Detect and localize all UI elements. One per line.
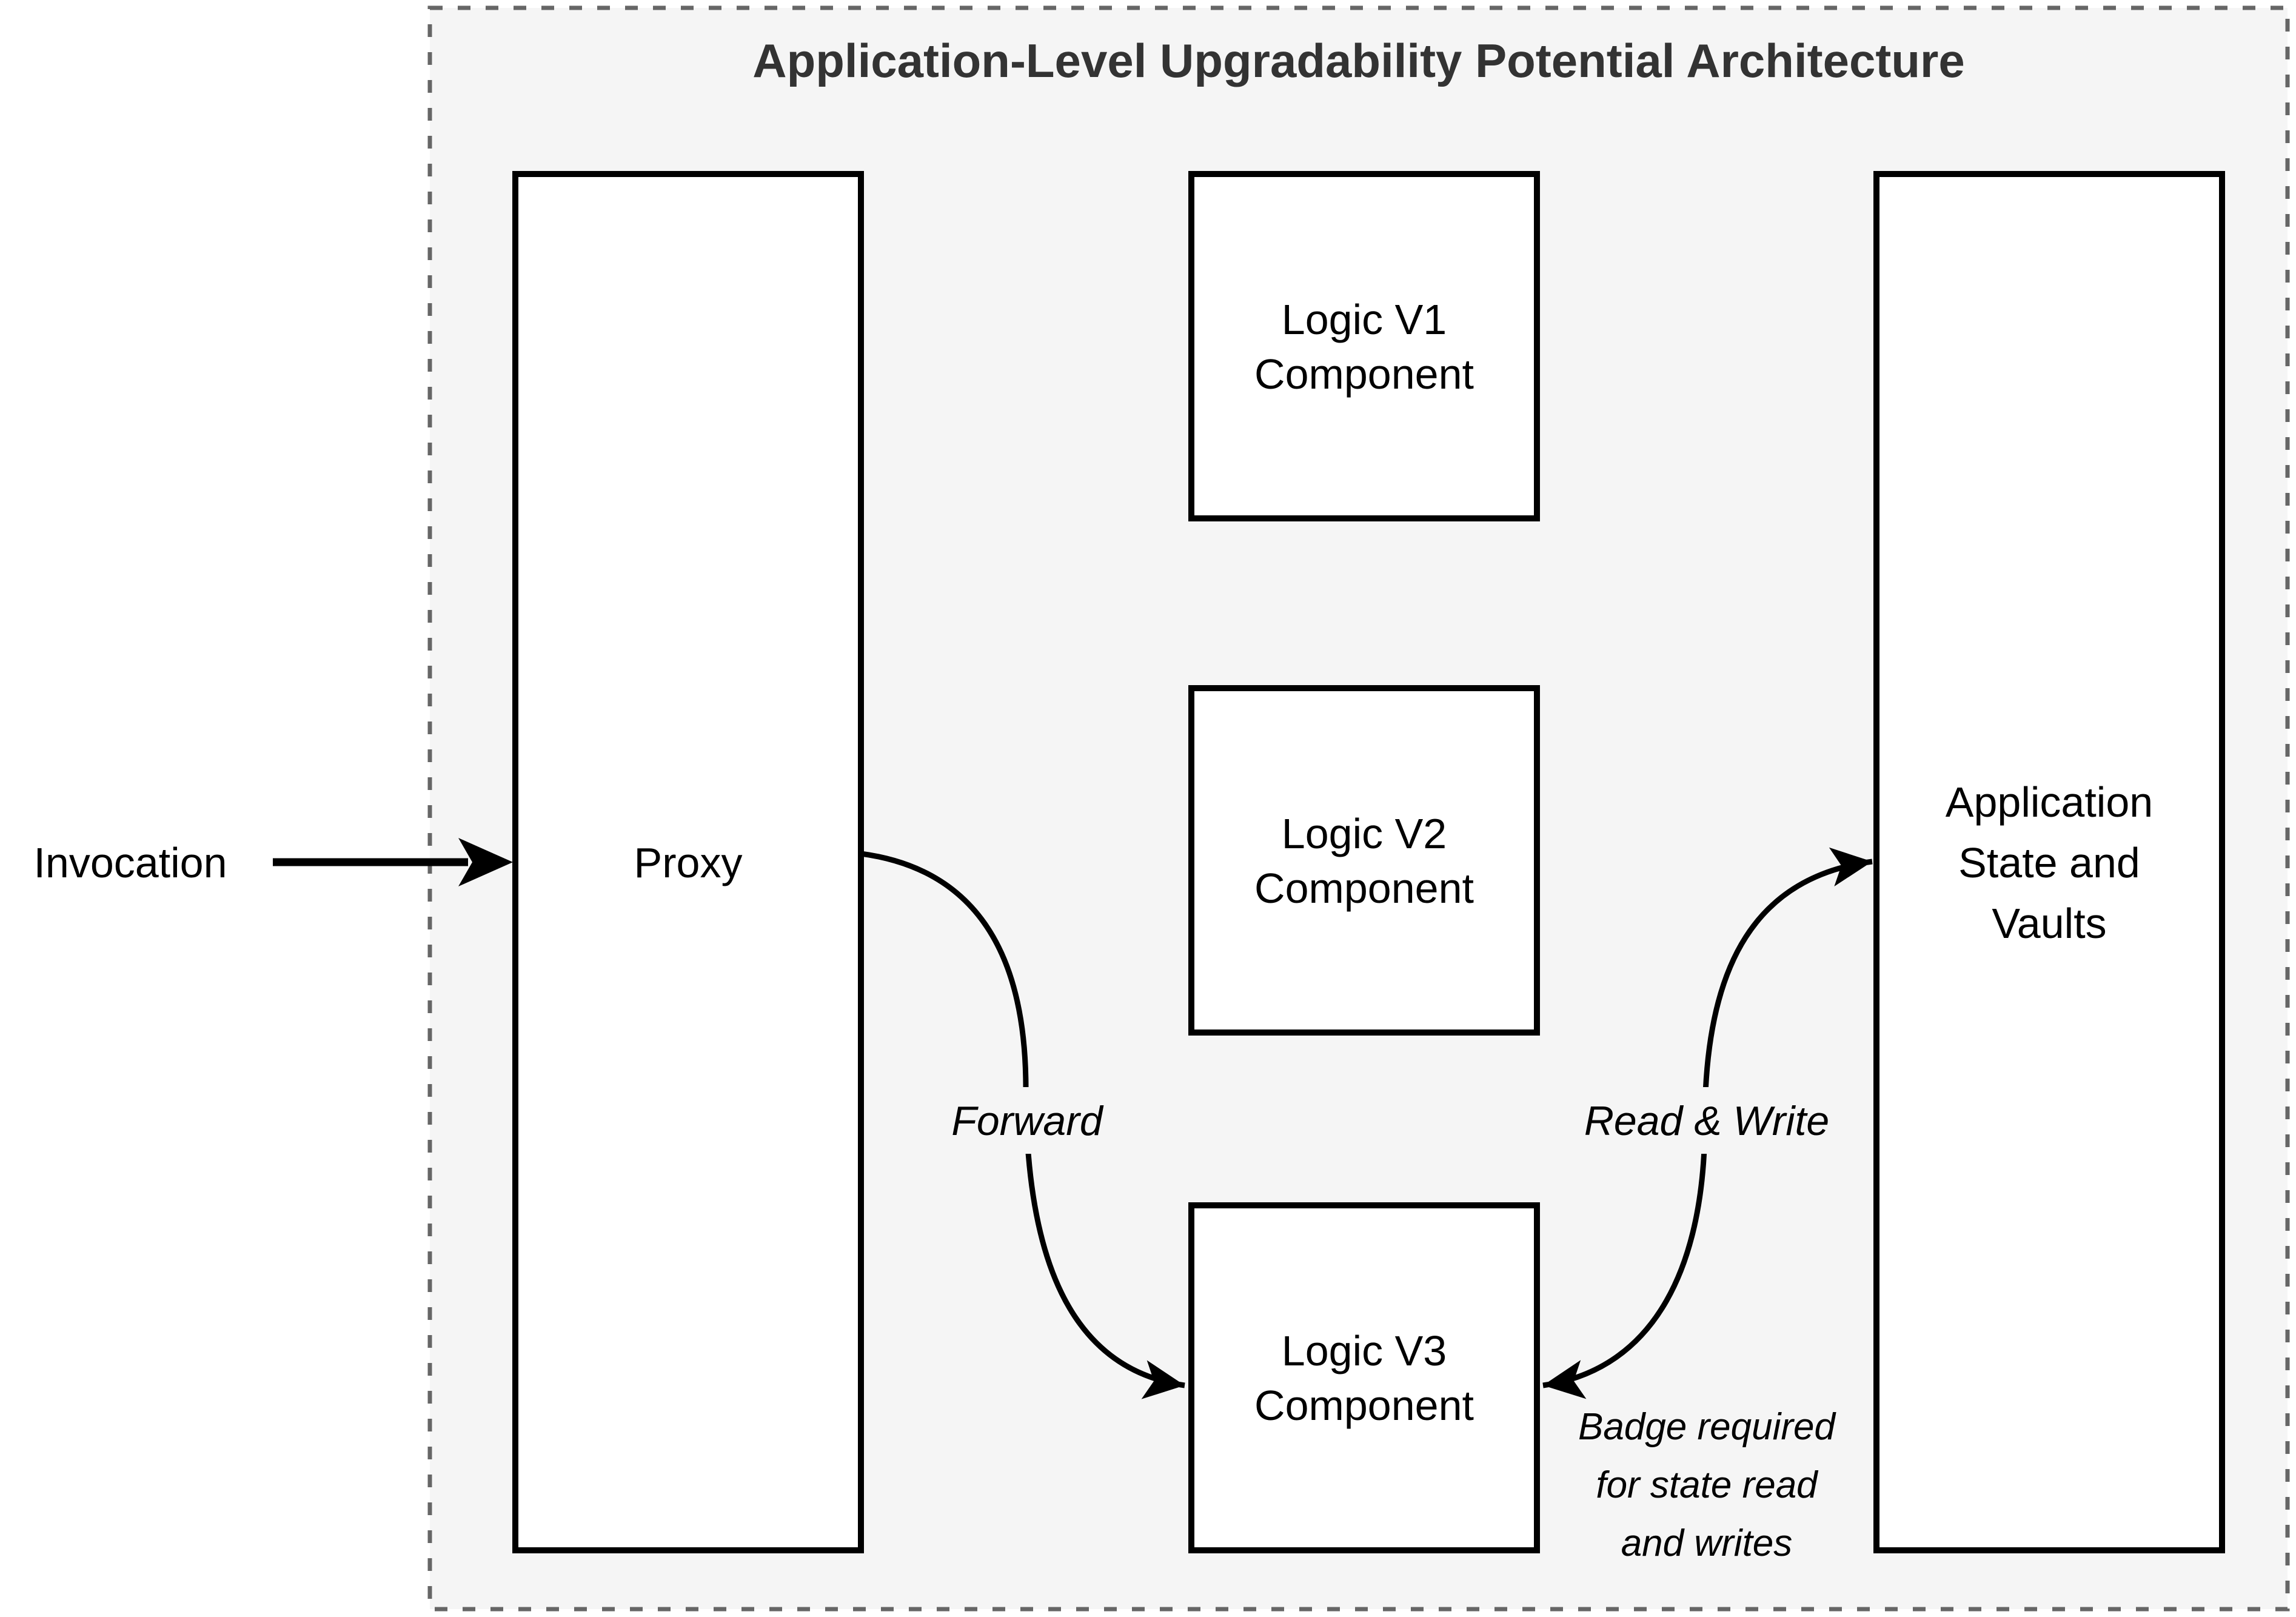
- read-write-label-bg: [1566, 1087, 1848, 1154]
- logic-v1-label-line2: Component: [1254, 350, 1474, 398]
- proxy-node: [512, 171, 864, 1553]
- logic-v3-node: [1188, 1202, 1540, 1553]
- invocation-label: Invocation: [33, 839, 227, 886]
- forward-label: Forward: [951, 1098, 1104, 1144]
- invocation-arrowhead: [458, 838, 513, 886]
- diagram-title: Application-Level Upgradability Potentia…: [752, 34, 1964, 87]
- app-state-node: [1873, 171, 2225, 1553]
- logic-v3-label-line1: Logic V3: [1282, 1327, 1447, 1374]
- logic-v2-node: [1188, 685, 1540, 1036]
- badge-note-line2: for state read: [1596, 1464, 1819, 1506]
- logic-v1-node: [1188, 171, 1540, 521]
- forward-label-bg: [939, 1087, 1116, 1154]
- app-state-label-line3: Vaults: [1992, 900, 2106, 947]
- app-state-label-line2: State and: [1958, 839, 2140, 886]
- logic-v3-label-line2: Component: [1254, 1382, 1474, 1429]
- read-write-label: Read & Write: [1584, 1098, 1829, 1144]
- logic-v1-label-line1: Logic V1: [1282, 296, 1447, 343]
- logic-v2-label-line2: Component: [1254, 865, 1474, 912]
- logic-v2-label-line1: Logic V2: [1282, 810, 1447, 857]
- badge-note-line1: Badge required: [1578, 1406, 1836, 1448]
- badge-note: Badge required for state read and writes: [1578, 1406, 1836, 1564]
- app-state-label-line1: Application: [1946, 778, 2153, 826]
- badge-note-line3: and writes: [1621, 1522, 1793, 1564]
- proxy-label: Proxy: [634, 839, 743, 886]
- invocation-arrow: [273, 838, 513, 886]
